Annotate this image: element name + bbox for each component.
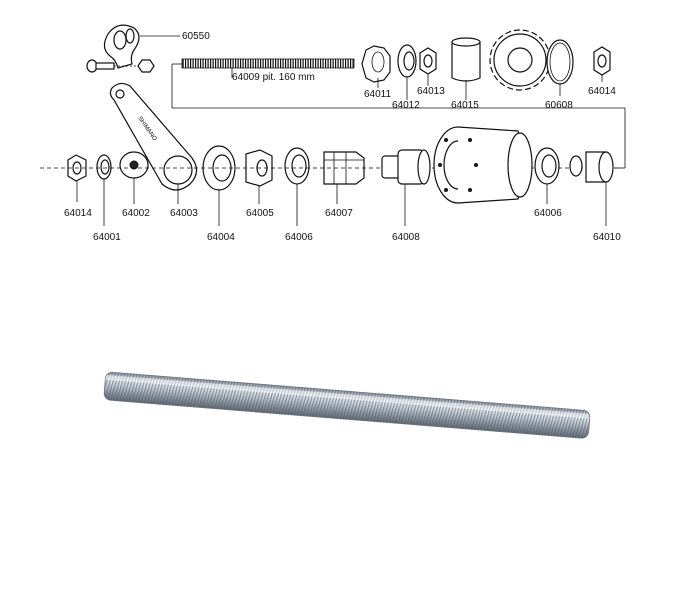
ring-part-64004 (202, 145, 236, 226)
part-label-64010: 64010 (593, 232, 621, 243)
circlip-part-60608 (546, 39, 574, 96)
part-label-64004: 64004 (207, 232, 235, 243)
cone-part-64010 (569, 151, 614, 226)
threaded-axle-photo (103, 371, 591, 439)
ring-part-64006-right (534, 147, 560, 204)
washer-part-64002 (119, 151, 149, 204)
clamp-bolt (86, 59, 155, 73)
part-label-64013: 64013 (417, 86, 445, 97)
washer-part-64012 (397, 44, 417, 100)
part-label-64006-right: 64006 (534, 208, 562, 219)
nut-part-64014-left (67, 154, 87, 202)
part-label-64006-mid: 64006 (285, 232, 313, 243)
cone-part-64011 (361, 45, 391, 88)
nut-part-64013 (419, 47, 437, 86)
part-label-64012: 64012 (392, 100, 420, 111)
part-label-64005: 64005 (246, 208, 274, 219)
part-label-64007: 64007 (325, 208, 353, 219)
part-label-64015: 64015 (451, 100, 479, 111)
washer-part-64001 (96, 154, 112, 226)
part-label-64008: 64008 (392, 232, 420, 243)
clamp-part-60550 (103, 24, 180, 69)
clutch-part-64007 (323, 151, 365, 204)
cone-part-64005 (245, 149, 273, 204)
dust-cap-part-64015 (451, 37, 481, 100)
drive-cone-part-64008 (381, 149, 431, 226)
part-label-64003: 64003 (170, 208, 198, 219)
part-label-60550: 60550 (182, 31, 210, 42)
part-label-64014-top: 64014 (588, 86, 616, 97)
part-label-60608: 60608 (545, 100, 573, 111)
axle-part-64009 (171, 58, 626, 169)
hub-shell (433, 126, 533, 204)
brake-arm-part-64003: SHIMANO (109, 82, 198, 204)
part-label-64001: 64001 (93, 232, 121, 243)
part-label-64009: 64009 pit. 160 mm (232, 72, 315, 83)
part-label-64011: 64011 (364, 89, 392, 100)
ring-part-64006-mid (284, 147, 310, 226)
part-label-64014-left: 64014 (64, 208, 92, 219)
sprocket (489, 29, 551, 91)
nut-part-64014-top (593, 46, 611, 82)
part-label-64002: 64002 (122, 208, 150, 219)
